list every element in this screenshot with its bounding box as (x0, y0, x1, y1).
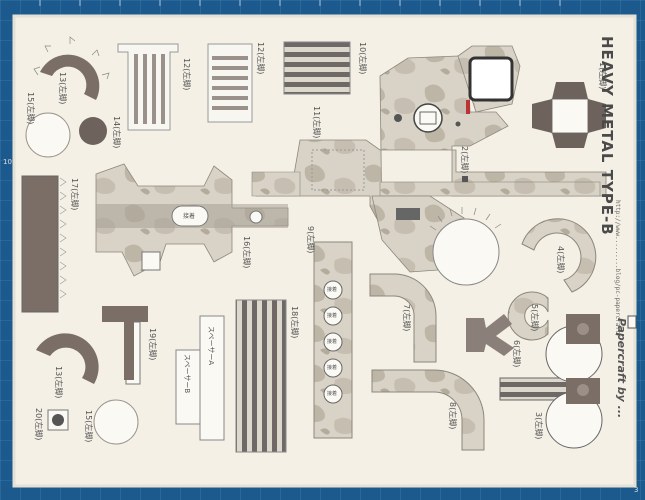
mat-edge-number-left: 10 (3, 158, 12, 166)
label-part-4: 4(左脚) (556, 246, 565, 274)
part-6-piece (466, 314, 514, 356)
part-8-u-arc (371, 369, 485, 451)
label-part-19: 19(左脚) (148, 328, 157, 361)
glue-mark-9c: 接着 (327, 339, 338, 345)
glue-mark-9d: 接着 (327, 365, 338, 371)
label-part-9: 9(左脚) (306, 226, 315, 254)
label-part-16: 16(左脚) (242, 236, 251, 269)
label-part-20: 20(左脚) (34, 408, 43, 441)
part-17-dark-bar (21, 175, 59, 313)
spacer-b-label: スペーサーB (183, 354, 191, 394)
glue-mark-9b: 接着 (327, 313, 338, 319)
spacer-a-label: スペーサーA (207, 326, 215, 366)
label-part-11: 11(左脚) (312, 106, 321, 139)
label-part-1: 1(左脚) (598, 62, 607, 90)
part-12-bracket-a (117, 43, 179, 131)
part-5-piece (507, 291, 549, 341)
ruler-ticks-top (39, 0, 561, 6)
part-4-arc (521, 218, 597, 293)
part-3-wheel-assembly (499, 314, 603, 449)
part-10-stripes (283, 41, 351, 95)
label-part-14: 14(左脚) (112, 116, 121, 149)
label-part-8: 8(左脚) (448, 402, 457, 430)
part-12-bracket-b (207, 43, 253, 123)
mat-edge-number-right: 3 (634, 486, 639, 494)
glue-mark-16: 接着 (183, 213, 196, 220)
part-9-rivet-strip (313, 241, 353, 439)
spacer-pieces (175, 315, 225, 441)
label-part-12a: 12(左脚) (182, 58, 191, 91)
sheet-url: http://www.........blog/pc-papercraft/ (614, 200, 621, 338)
label-part-18: 18(左脚) (290, 306, 299, 339)
label-part-5: 5(左脚) (530, 304, 539, 332)
label-part-17: 17(左脚) (70, 178, 79, 211)
part-16-frame (95, 163, 289, 277)
label-part-15b: 15(左脚) (84, 410, 93, 443)
part-1-cross (532, 82, 606, 148)
label-part-2: 2(左脚) (460, 146, 469, 174)
label-part-3: 3(左脚) (534, 412, 543, 440)
part-13-arc-bottom (36, 333, 99, 384)
part-15-circle-top (25, 112, 71, 158)
label-part-13b: 13(左脚) (54, 366, 63, 399)
part-18-striped (235, 299, 287, 453)
sheet-credit: Papercraft by ... (615, 318, 628, 419)
part-7-u-arc (369, 273, 437, 363)
part-13-arc-top (33, 36, 110, 100)
label-part-15a: 15(左脚) (26, 92, 35, 125)
label-part-10: 10(左脚) (358, 42, 367, 75)
glue-mark-9e: 接着 (327, 391, 338, 397)
label-part-6: 6(左脚) (512, 340, 521, 368)
part-19-t-piece (102, 306, 148, 385)
part-2-main-body (251, 45, 607, 286)
label-part-12b: 12(左脚) (256, 42, 265, 75)
glue-mark-9a: 接着 (327, 287, 338, 293)
label-part-13a: 13(左脚) (58, 72, 67, 105)
part-14-dark-circle (79, 117, 107, 145)
part-15-circle-bottom (93, 399, 139, 445)
label-part-7: 7(左脚) (402, 304, 411, 332)
